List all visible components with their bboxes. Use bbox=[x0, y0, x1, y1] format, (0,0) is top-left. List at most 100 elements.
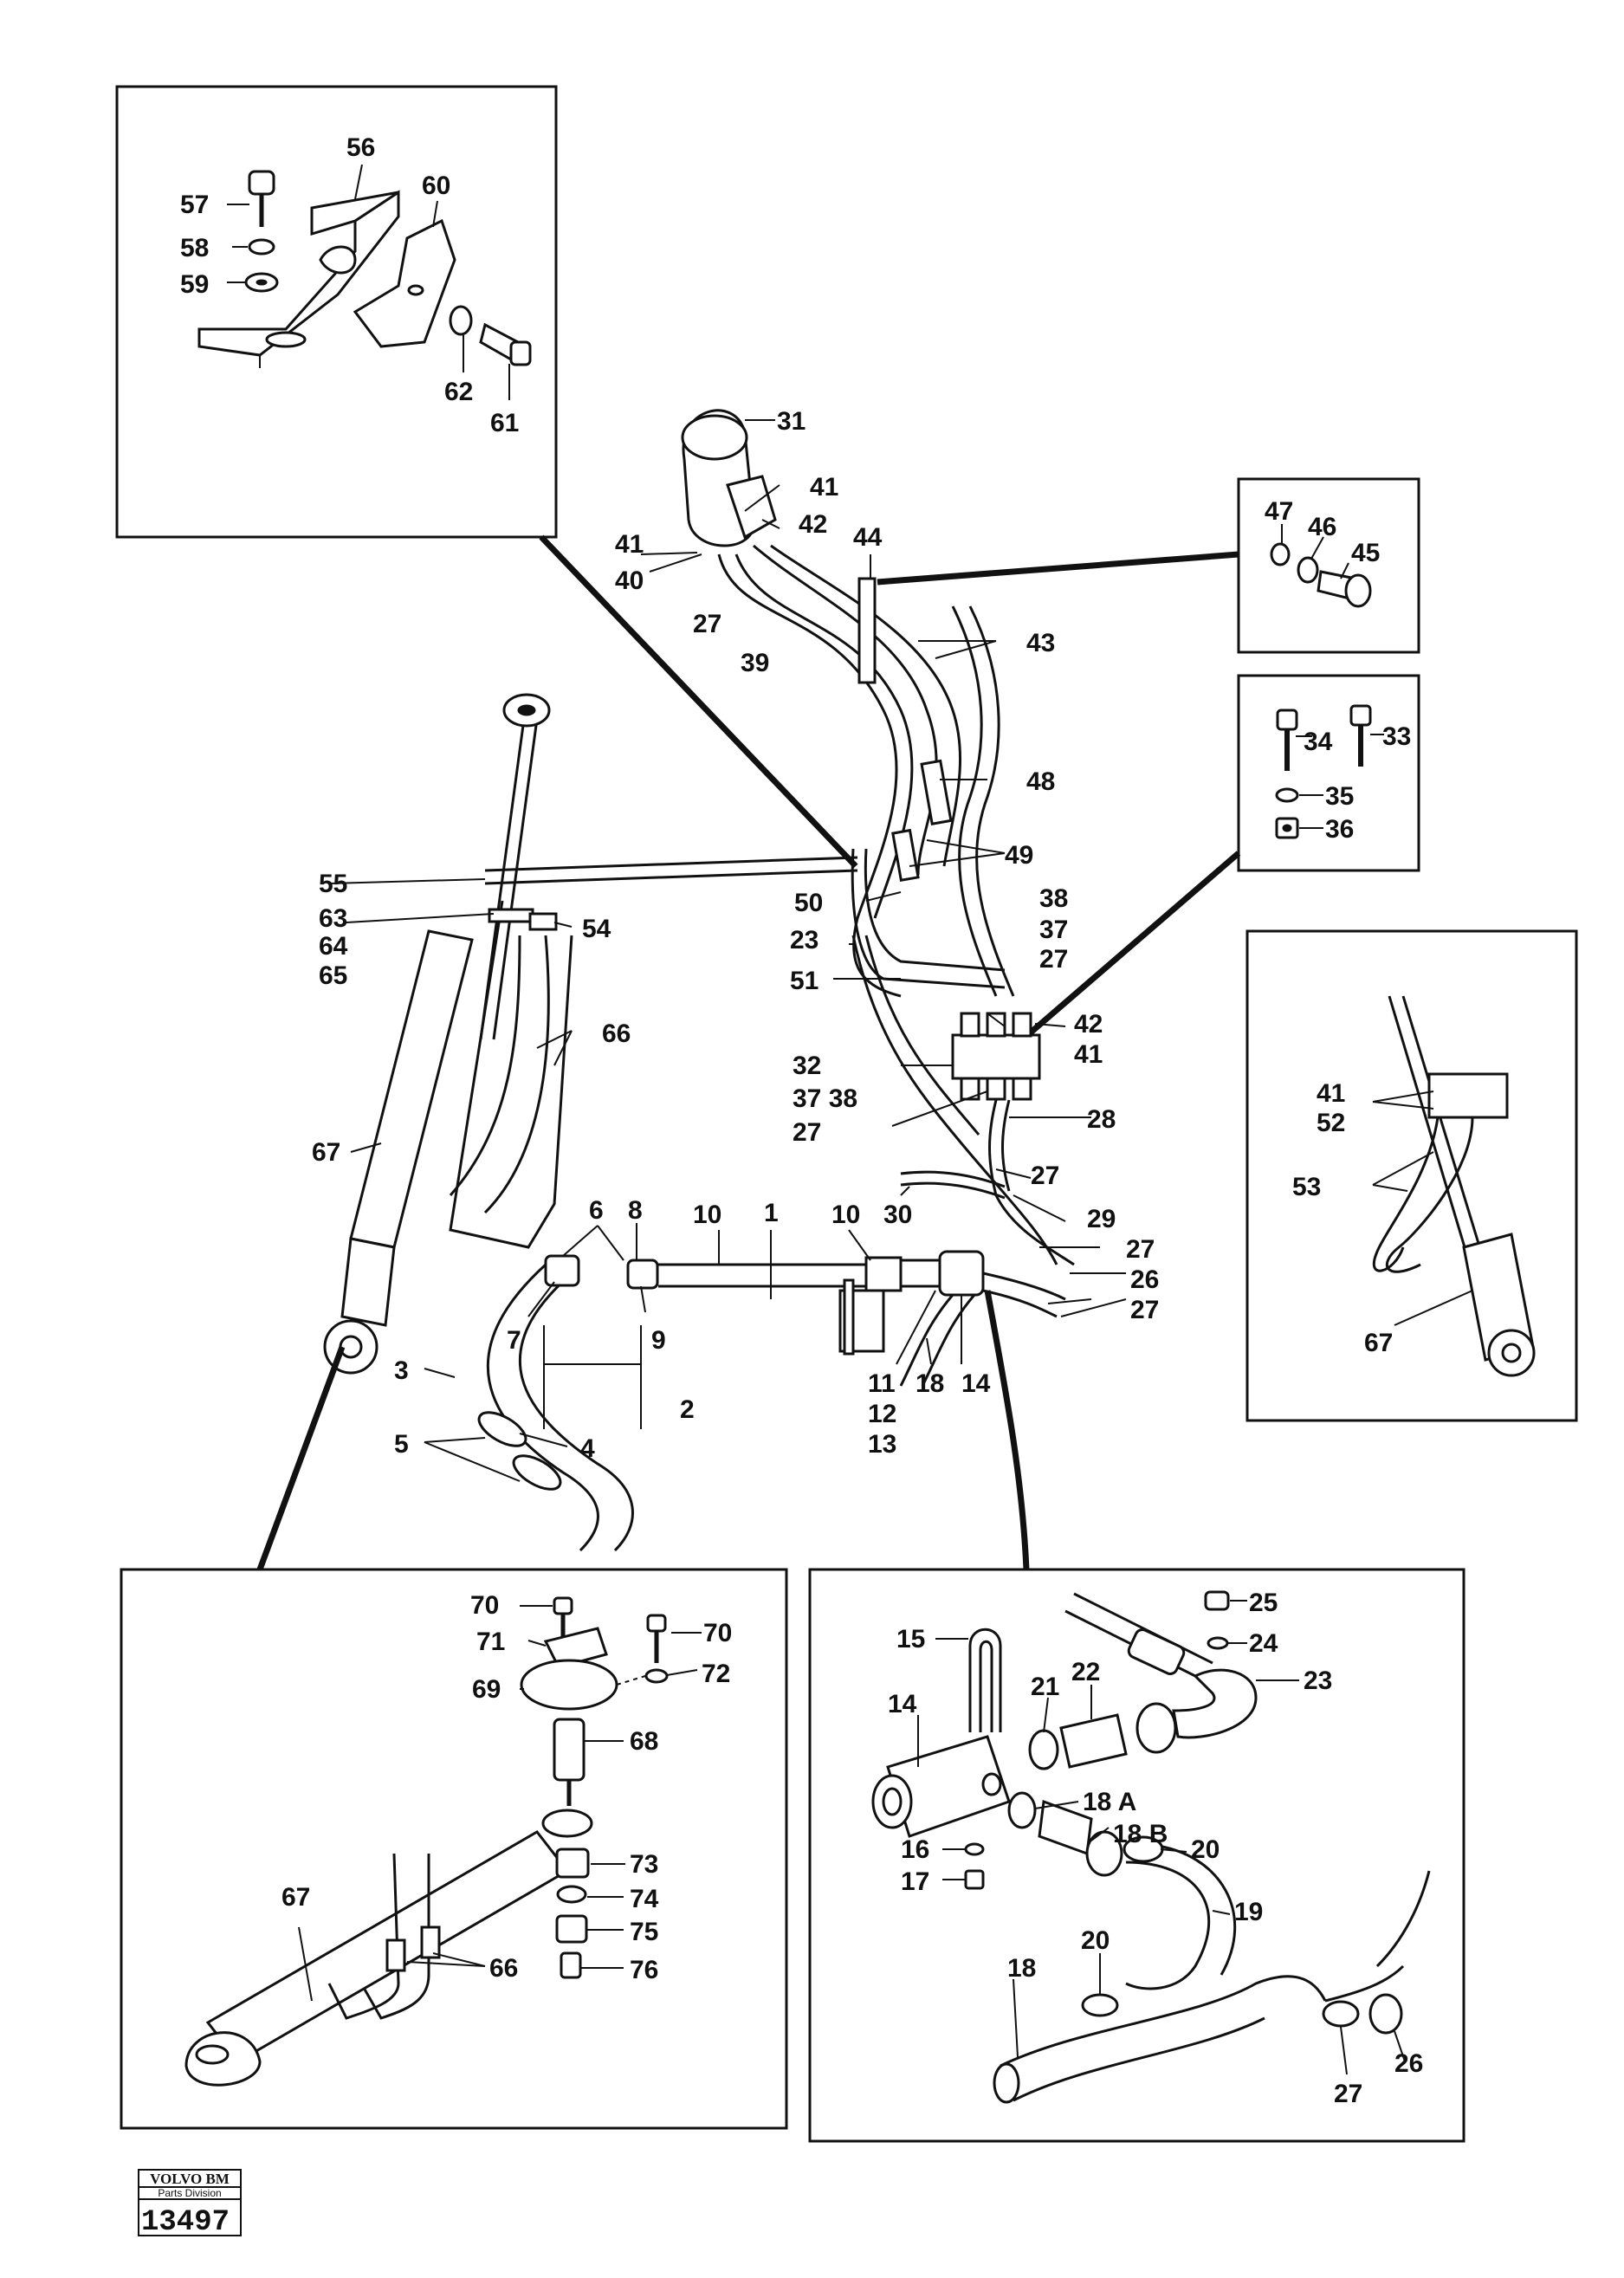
callout-46: 46 bbox=[1308, 513, 1336, 541]
callout-8: 8 bbox=[628, 1196, 643, 1225]
callout-37-38: 37 38 bbox=[793, 1084, 857, 1113]
callout-18B: 18 B bbox=[1113, 1820, 1168, 1848]
callout-35: 35 bbox=[1325, 782, 1354, 811]
inset-bracket-frame bbox=[115, 85, 558, 539]
callout-13: 13 bbox=[868, 1430, 896, 1459]
callout-6: 6 bbox=[589, 1196, 604, 1225]
callout-37a: 37 bbox=[1039, 916, 1068, 944]
callout-14: 14 bbox=[961, 1369, 991, 1398]
callout-59: 59 bbox=[180, 270, 209, 299]
callout-18: 18 bbox=[916, 1369, 944, 1398]
callout-29: 29 bbox=[1087, 1205, 1116, 1233]
callout-20b: 20 bbox=[1081, 1926, 1110, 1955]
callout-14: 14 bbox=[888, 1690, 917, 1718]
callout-27e: 27 bbox=[1126, 1235, 1155, 1264]
callout-34: 34 bbox=[1304, 728, 1333, 756]
drawing-number: 13497 bbox=[141, 2206, 230, 2239]
callout-41a: 41 bbox=[810, 473, 838, 502]
callout-65: 65 bbox=[319, 961, 347, 990]
inset-clamp: 47 46 45 bbox=[1237, 477, 1420, 654]
callout-57: 57 bbox=[180, 191, 209, 219]
callout-58: 58 bbox=[180, 234, 209, 262]
callout-41b: 41 bbox=[615, 530, 644, 559]
callout-23a: 23 bbox=[790, 926, 818, 955]
callout-67: 67 bbox=[281, 1883, 310, 1912]
callout-60: 60 bbox=[422, 171, 450, 200]
volvo-bm-logo: VOLVO BM Parts Division bbox=[138, 2169, 242, 2200]
callout-23b: 27 bbox=[1130, 1296, 1159, 1324]
callout-32: 32 bbox=[793, 1052, 821, 1080]
callout-61: 61 bbox=[490, 409, 519, 437]
callout-44: 44 bbox=[853, 523, 883, 552]
inset-screw-frame bbox=[1237, 674, 1420, 872]
callout-42a: 42 bbox=[799, 510, 827, 539]
callout-27: 27 bbox=[1334, 2080, 1362, 2108]
inset-bracket-pointer bbox=[539, 534, 858, 869]
inset-cylinder-mount: 70 71 70 72 69 68 67 73 74 75 66 76 bbox=[120, 1568, 788, 2130]
callout-62: 62 bbox=[444, 378, 473, 406]
callout-27b: 27 bbox=[1039, 945, 1068, 974]
drawing-number-box: 13497 bbox=[138, 2198, 242, 2239]
callout-43: 43 bbox=[1026, 629, 1055, 657]
callout-20a: 20 bbox=[1191, 1835, 1220, 1864]
callout-69: 69 bbox=[472, 1675, 501, 1704]
callout-11: 11 bbox=[868, 1369, 896, 1398]
inset-fittings-frame bbox=[808, 1568, 1465, 2143]
callout-1: 1 bbox=[764, 1199, 779, 1227]
callout-3: 3 bbox=[394, 1356, 409, 1385]
callout-33: 33 bbox=[1382, 722, 1411, 751]
inset-screw: 34 33 35 36 bbox=[1237, 674, 1420, 872]
callout-7: 7 bbox=[507, 1326, 521, 1355]
callout-22: 22 bbox=[1071, 1658, 1100, 1686]
inset-fittings-pointer bbox=[984, 1290, 1030, 1570]
callout-42b: 42 bbox=[1074, 1010, 1103, 1039]
callout-75: 75 bbox=[630, 1918, 658, 1946]
inset-cylinder-frame bbox=[1245, 929, 1578, 1422]
callout-67: 67 bbox=[312, 1138, 340, 1167]
callout-50: 50 bbox=[794, 889, 823, 917]
callout-56: 56 bbox=[346, 133, 375, 162]
callout-71: 71 bbox=[476, 1628, 505, 1656]
callout-49: 49 bbox=[1005, 841, 1033, 870]
callout-10b: 10 bbox=[831, 1200, 860, 1229]
callout-66: 66 bbox=[489, 1954, 518, 1983]
callout-24: 24 bbox=[1249, 1629, 1278, 1658]
brand-division: Parts Division bbox=[158, 2187, 221, 2199]
callout-53: 53 bbox=[1292, 1173, 1321, 1201]
callout-9: 9 bbox=[651, 1326, 666, 1355]
callout-48: 48 bbox=[1026, 767, 1055, 796]
callout-52: 52 bbox=[1317, 1109, 1345, 1137]
callout-4: 4 bbox=[580, 1434, 595, 1463]
callout-30: 30 bbox=[883, 1200, 912, 1229]
main-assembly: 31 41 42 41 40 44 27 39 43 48 49 50 38 3… bbox=[312, 407, 1159, 1552]
callout-38a: 38 bbox=[1039, 884, 1068, 913]
callout-41: 41 bbox=[1317, 1079, 1345, 1108]
callout-19: 19 bbox=[1234, 1898, 1263, 1926]
callout-27c: 27 bbox=[793, 1118, 821, 1147]
callout-23: 23 bbox=[1304, 1666, 1332, 1695]
callout-2: 2 bbox=[680, 1395, 695, 1424]
inset-cylinder: 41 52 53 67 bbox=[1245, 929, 1578, 1422]
callout-51: 51 bbox=[790, 967, 818, 995]
callout-39: 39 bbox=[741, 649, 769, 677]
callout-74: 74 bbox=[630, 1885, 659, 1913]
inset-clamp-frame bbox=[1237, 477, 1420, 654]
callout-18: 18 bbox=[1007, 1954, 1036, 1983]
callout-10a: 10 bbox=[693, 1200, 721, 1229]
callout-26: 26 bbox=[1394, 2049, 1423, 2078]
callout-28: 28 bbox=[1087, 1105, 1116, 1134]
callout-68: 68 bbox=[630, 1727, 658, 1756]
brand-name: VOLVO BM bbox=[150, 2171, 230, 2187]
callout-64: 64 bbox=[319, 932, 348, 961]
inset-fittings: 25 24 15 23 21 22 14 18 A 18 B 16 17 20 … bbox=[808, 1568, 1465, 2143]
callout-26: 26 bbox=[1130, 1265, 1159, 1294]
callout-66: 66 bbox=[602, 1019, 631, 1048]
callout-36: 36 bbox=[1325, 815, 1354, 844]
inset-screw-pointer bbox=[1022, 851, 1241, 1040]
callout-16: 16 bbox=[901, 1835, 929, 1864]
callout-17: 17 bbox=[901, 1867, 929, 1896]
callout-27d: 27 bbox=[1031, 1162, 1059, 1190]
callout-21: 21 bbox=[1031, 1673, 1059, 1701]
callout-27a: 27 bbox=[693, 610, 721, 638]
callout-25: 25 bbox=[1249, 1589, 1278, 1617]
